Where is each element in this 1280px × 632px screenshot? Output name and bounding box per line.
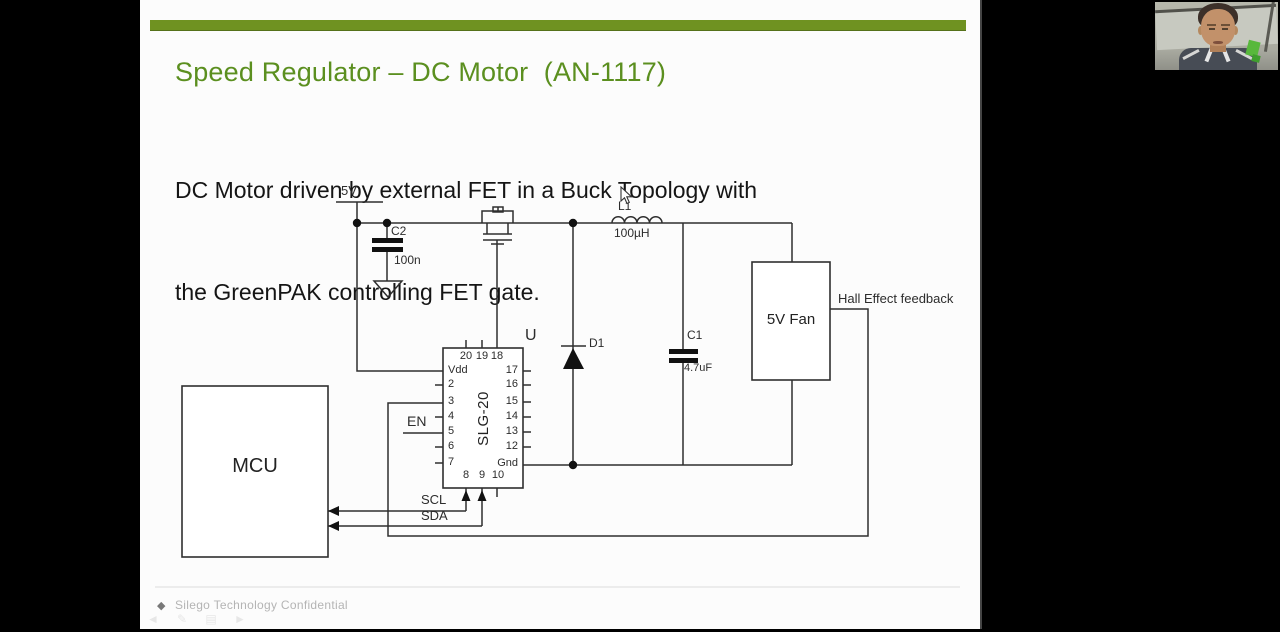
fan-label: 5V Fan (766, 311, 816, 328)
presenter-ear (1198, 26, 1203, 35)
c2-value-label: 100n (394, 253, 421, 267)
chip-pin-18: 18 (490, 350, 504, 362)
schematic-wires (181, 201, 869, 558)
chip-pin-14: 14 (505, 410, 518, 422)
l1-ref-label: L1 (618, 199, 632, 213)
slide-accent-bar (150, 20, 966, 31)
presenter-neck (1210, 42, 1226, 52)
chip-pin-gnd: Gnd (497, 457, 518, 469)
chip-pin-16: 16 (505, 378, 518, 390)
mcu-box (181, 385, 329, 558)
l1-value-label: 100µH (614, 226, 650, 240)
c1-value-label: 4.7uF (684, 362, 713, 374)
all-slides-icon[interactable]: ▤ (205, 612, 217, 626)
prev-slide-icon[interactable]: ◄ (147, 612, 159, 626)
chip-pin-7: 7 (448, 456, 455, 468)
presentation-slide: Speed Regulator – DC Motor (AN-1117) DC … (140, 0, 982, 629)
presenter-webcam-video[interactable] (1155, 2, 1278, 70)
chip-pin-5: 5 (448, 425, 455, 437)
footer-confidential-text: Silego Technology Confidential (175, 598, 348, 612)
presenter-ear (1233, 26, 1238, 35)
chip-pin-20: 20 (459, 350, 473, 362)
chip-pin-19: 19 (475, 350, 489, 362)
chip-pin-17: 17 (505, 364, 518, 376)
pen-icon[interactable]: ✎ (176, 612, 188, 626)
sda-signal-label: SDA (421, 508, 448, 523)
chip-pin-10: 10 (491, 469, 505, 481)
chip-pin-3: 3 (448, 395, 455, 407)
slide-title: Speed Regulator – DC Motor (AN-1117) (175, 57, 667, 87)
presenter-eye (1209, 28, 1215, 30)
chip-pin-15: 15 (505, 395, 518, 407)
slide-subtitle-line1: DC Motor driven by external FET in a Buc… (175, 177, 758, 203)
chip-pin-4: 4 (448, 410, 455, 422)
presenter-eyebrow (1207, 24, 1216, 26)
presenter-eye (1222, 28, 1228, 30)
circuit-schematic: 5V C2 100n L1 100µH D1 C1 4.7uF U 5V Fan… (140, 0, 982, 632)
presenter-toolbar: ◄ ✎ ▤ ► (144, 612, 249, 626)
presenter-face (1201, 9, 1235, 46)
c1-ref-label: C1 (687, 328, 703, 342)
silego-logo-icon: ◆ (157, 600, 166, 612)
slg20-chip-box (442, 347, 524, 489)
presenter-mouth (1213, 41, 1223, 44)
d1-ref-label: D1 (589, 336, 605, 350)
presenter-torso (1179, 48, 1257, 70)
chip-pin-9: 9 (478, 469, 486, 481)
footer-divider (155, 586, 960, 588)
letterbox-bottom (0, 629, 1280, 632)
c2-ref-label: C2 (391, 224, 407, 238)
chip-pin-6: 6 (448, 440, 455, 452)
fan-box (751, 261, 831, 381)
hall-feedback-label: Hall Effect feedback (838, 291, 954, 306)
chip-designator-label: U (525, 327, 537, 344)
chip-pin-2: 2 (448, 378, 455, 390)
scl-signal-label: SCL (421, 492, 447, 507)
en-signal-label: EN (407, 413, 427, 429)
chip-pin-12: 12 (505, 440, 518, 452)
chip-pin-vdd: Vdd (448, 364, 468, 376)
chip-pin-8: 8 (462, 469, 470, 481)
presenter-eyebrow (1221, 24, 1230, 26)
next-slide-icon[interactable]: ► (234, 612, 246, 626)
chip-pin-13: 13 (505, 425, 518, 437)
mcu-label: MCU (232, 455, 278, 477)
supply-5v-label: 5V (341, 183, 357, 198)
